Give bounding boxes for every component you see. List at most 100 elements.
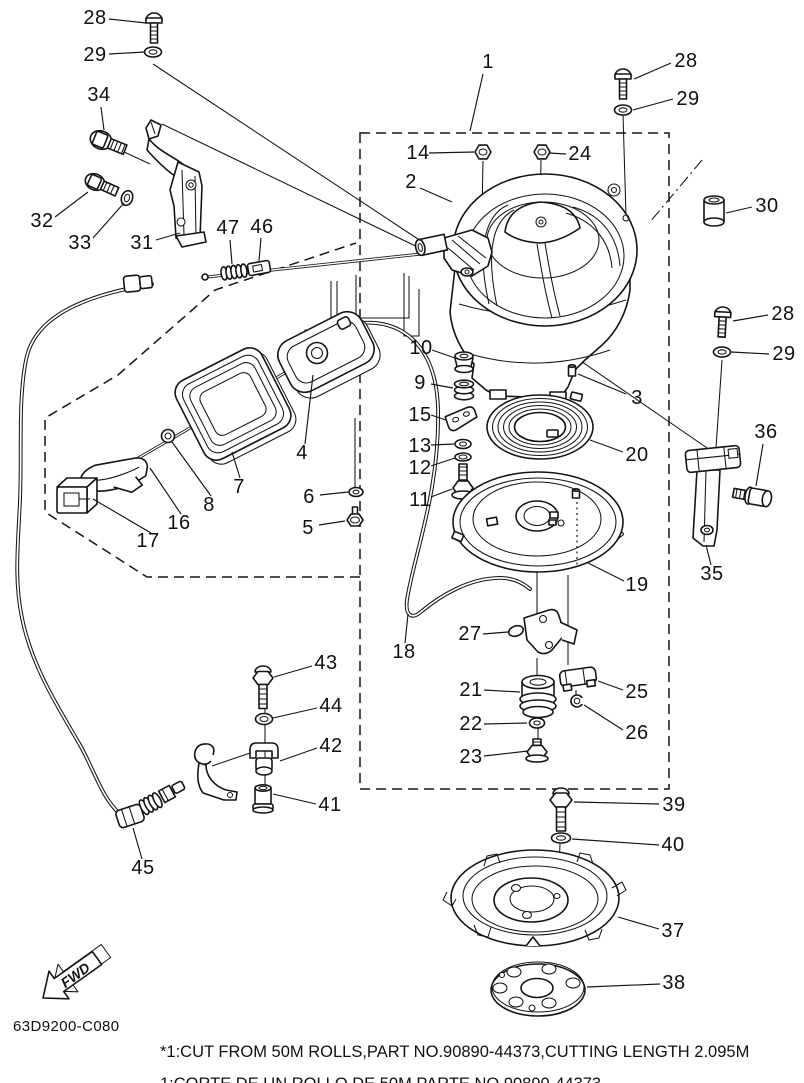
callout-leader-18 bbox=[404, 613, 409, 644]
callout-leader-31 bbox=[155, 232, 181, 241]
callout-leader-4 bbox=[304, 374, 314, 445]
starter-case bbox=[449, 173, 638, 402]
part-number-label-5: 5 bbox=[302, 517, 314, 539]
part-number-label-37: 37 bbox=[661, 920, 684, 942]
callout-leader-14 bbox=[428, 151, 475, 154]
pin-46 bbox=[246, 259, 272, 277]
callout-leader-36 bbox=[755, 443, 764, 487]
part-number-label-35: 35 bbox=[700, 563, 723, 585]
bolt-43 bbox=[252, 665, 274, 710]
sheave-drum-19 bbox=[451, 471, 624, 573]
callout-leader-46 bbox=[258, 237, 262, 262]
part-number-label-2: 2 bbox=[405, 171, 417, 193]
part-number-label-14: 14 bbox=[406, 142, 429, 164]
callout-leader-7 bbox=[231, 451, 241, 479]
part-number-label-19: 19 bbox=[625, 574, 648, 596]
callout-leader-29 bbox=[632, 98, 674, 111]
part-number-label-38: 38 bbox=[662, 972, 685, 994]
washer-44 bbox=[254, 712, 274, 726]
bolt-23 bbox=[525, 738, 549, 763]
callout-leader-20 bbox=[589, 439, 624, 453]
cable-end-spring bbox=[138, 792, 163, 816]
callout-leader-8 bbox=[171, 441, 212, 497]
callout-leader-2 bbox=[419, 187, 453, 203]
part-number-label-31: 31 bbox=[130, 232, 153, 254]
part-number-label-45: 45 bbox=[131, 857, 154, 879]
starter-spring-20 bbox=[486, 391, 594, 460]
callout-leader-26 bbox=[583, 704, 624, 731]
callout-leader-29 bbox=[730, 351, 770, 355]
part-number-label-27: 27 bbox=[458, 623, 481, 645]
bolt-28-top-left bbox=[145, 12, 163, 44]
clip-15 bbox=[444, 406, 478, 432]
part-number-label-28: 28 bbox=[674, 50, 697, 72]
callout-leader-44 bbox=[272, 707, 318, 719]
part-number-label-15: 15 bbox=[408, 404, 431, 426]
washer-6 bbox=[348, 486, 364, 498]
bolt-36 bbox=[731, 486, 773, 508]
wave-washer-12 bbox=[454, 452, 472, 462]
flywheel-cup-37 bbox=[442, 849, 627, 947]
part-number-label-25: 25 bbox=[625, 681, 648, 703]
spring-47 bbox=[220, 263, 248, 281]
drive-plate-38 bbox=[490, 961, 586, 1017]
callout-leader-28 bbox=[633, 62, 672, 80]
callout-leader-1 bbox=[469, 73, 484, 132]
washer-22 bbox=[528, 717, 546, 729]
callout-leader-28 bbox=[732, 314, 769, 322]
throttle-lever bbox=[193, 743, 238, 801]
callout-leader-3 bbox=[577, 373, 627, 395]
collar-30 bbox=[703, 195, 725, 227]
callout-leader-39 bbox=[573, 801, 660, 805]
part-number-label-1: 1 bbox=[482, 51, 494, 73]
spacer-41 bbox=[252, 783, 274, 814]
cable-bracket bbox=[414, 229, 493, 277]
part-number-label-43: 43 bbox=[314, 652, 337, 674]
part-number-label-33: 33 bbox=[68, 232, 91, 254]
bolt-39 bbox=[549, 787, 573, 832]
part-number-label-8: 8 bbox=[203, 494, 215, 516]
callout-leader-43 bbox=[273, 665, 313, 678]
callout-leader-38 bbox=[586, 983, 661, 988]
drive-pawl-27 bbox=[507, 608, 578, 655]
callout-leader-34 bbox=[100, 106, 105, 131]
washer-40 bbox=[550, 832, 572, 844]
part-number-label-6: 6 bbox=[303, 486, 315, 508]
part-number-label-28: 28 bbox=[83, 7, 106, 29]
part-number-label-17: 17 bbox=[136, 530, 159, 552]
part-number-label-46: 46 bbox=[250, 216, 273, 238]
pin-3 bbox=[567, 363, 577, 377]
part-number-label-42: 42 bbox=[319, 735, 342, 757]
washer-33 bbox=[120, 189, 134, 207]
part-number-label-29: 29 bbox=[772, 343, 795, 365]
part-number-label-39: 39 bbox=[662, 794, 685, 816]
part-number-label-16: 16 bbox=[167, 512, 190, 534]
nut-24 bbox=[533, 144, 551, 160]
callout-leader-21 bbox=[483, 689, 521, 693]
callout-layer: 1234567891011121314151617181920212223242… bbox=[30, 7, 795, 994]
part-number-label-20: 20 bbox=[625, 444, 648, 466]
callout-leader-30 bbox=[725, 206, 753, 214]
throttle-cable bbox=[15, 274, 186, 829]
callout-leader-47 bbox=[229, 239, 233, 265]
callout-leader-45 bbox=[132, 827, 143, 860]
washer-29-right bbox=[712, 346, 732, 358]
callout-leader-6 bbox=[319, 491, 349, 496]
bolt-5 bbox=[346, 506, 364, 527]
footnote-line2-clipped: 1:CORTE DE UN ROLLO DE 50M,PARTE NO.9089… bbox=[160, 1075, 601, 1083]
part-number-label-22: 22 bbox=[459, 713, 482, 735]
callout-leader-19 bbox=[587, 562, 625, 582]
washer-13 bbox=[454, 438, 472, 450]
part-number-label-36: 36 bbox=[754, 421, 777, 443]
callout-leader-22 bbox=[483, 722, 528, 725]
part-number-label-21: 21 bbox=[459, 679, 482, 701]
callout-leader-9 bbox=[430, 383, 454, 389]
callout-leader-27 bbox=[482, 631, 509, 635]
cable-clamp-42 bbox=[249, 742, 279, 776]
part-number-label-9: 9 bbox=[414, 372, 426, 394]
callout-leader-5 bbox=[318, 520, 346, 526]
part-number-label-12: 12 bbox=[408, 457, 431, 479]
callout-leader-37 bbox=[617, 916, 660, 930]
